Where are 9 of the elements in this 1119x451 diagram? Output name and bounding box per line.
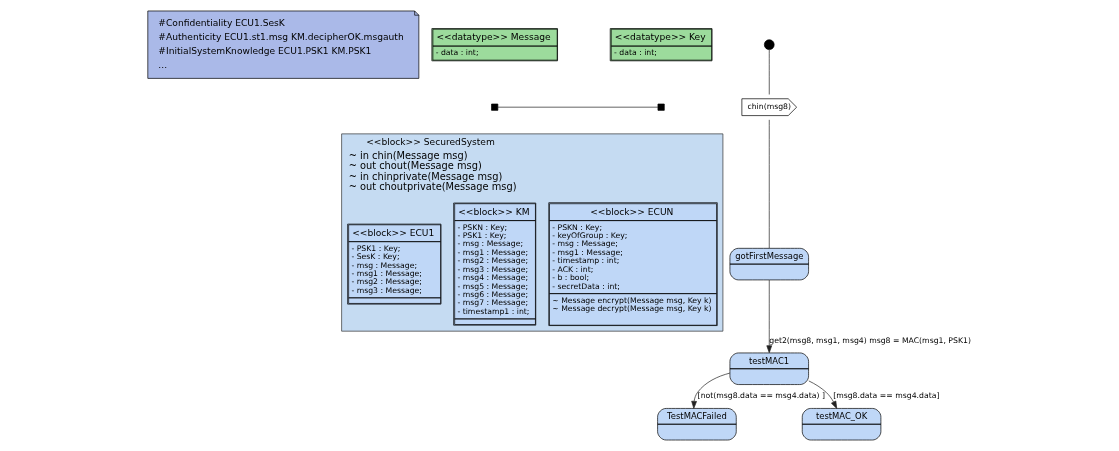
arrow (690, 372, 730, 409)
connector (768, 49, 770, 95)
arrow (765, 279, 772, 354)
arrow (807, 380, 837, 409)
connector (768, 119, 770, 249)
node-circle (763, 39, 774, 50)
node-box (490, 103, 498, 111)
node-box (657, 103, 665, 111)
connector (497, 106, 658, 108)
